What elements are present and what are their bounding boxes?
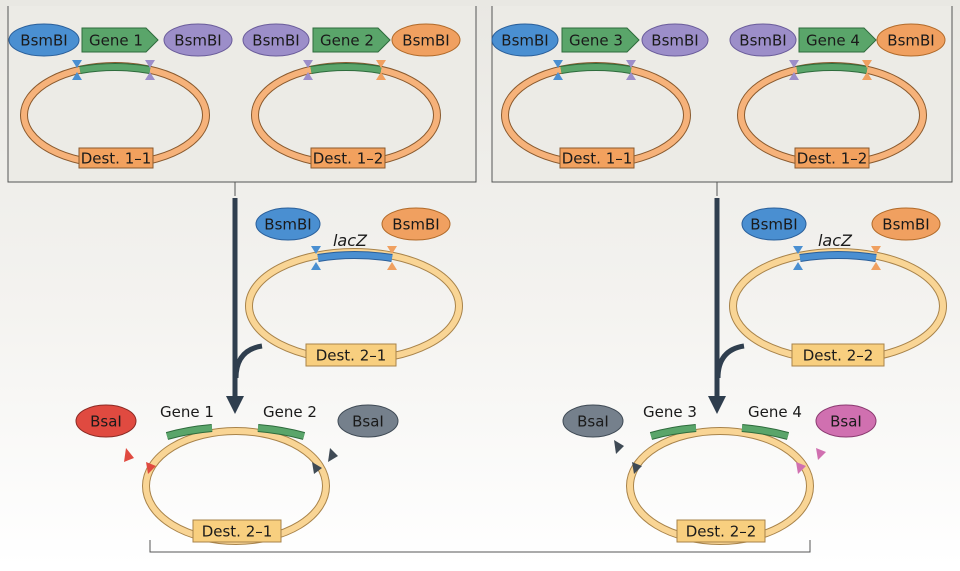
bsmbi-site-blue	[8, 23, 80, 57]
acceptor-1-insert: lacZ	[333, 231, 368, 250]
destination-box	[559, 147, 635, 169]
bsmbi-site-orange	[876, 23, 946, 57]
gene-arrow	[81, 27, 159, 53]
destination-box	[794, 147, 870, 169]
bsmbi-site-purple	[729, 23, 797, 57]
construct-4-dest: Dest. 1–2	[797, 150, 868, 168]
arrow-right-head	[708, 396, 726, 414]
construct-2: BsmBI Gene 2 BsmBI Dest. 1–2	[242, 23, 461, 169]
gene-arrow	[312, 27, 391, 53]
bsmbi-site-purple	[641, 23, 709, 57]
construct-4-right-site: BsmBI	[887, 32, 934, 50]
construct-4-gene: Gene 4	[806, 32, 860, 50]
construct-2-dest: Dest. 1–2	[313, 150, 384, 168]
bsmbi-site-purple	[242, 23, 310, 57]
bsmbi-site-blue	[741, 207, 807, 241]
acceptor-2-right-site: BsmBI	[882, 216, 929, 234]
destination-box	[791, 343, 885, 367]
product-1: BsaI Gene 1 Gene 2 BsaI Dest. 2–1	[75, 403, 399, 545]
bsmbi-site-orange	[381, 207, 451, 241]
construct-1-gene: Gene 1	[89, 32, 143, 50]
product-2-right-site: BsaI	[830, 413, 862, 431]
construct-3-gene: Gene 3	[569, 32, 623, 50]
acceptor-2-left-site: BsmBI	[750, 216, 797, 234]
acceptor-1-dest: Dest. 2–1	[316, 347, 387, 365]
construct-3-left-site: BsmBI	[501, 32, 548, 50]
product-2-gene-a: Gene 3	[643, 403, 697, 421]
product-2-dest: Dest. 2–2	[686, 523, 757, 541]
bracket-top-right	[491, 6, 953, 183]
construct-2-left-site: BsmBI	[252, 32, 299, 50]
product-2-gene-b: Gene 4	[748, 403, 802, 421]
arrow-left-head	[226, 396, 244, 414]
product-1-dest: Dest. 2–1	[202, 523, 273, 541]
product-1-right-site: BsaI	[352, 413, 384, 431]
product-1-gene-b: Gene 2	[263, 403, 317, 421]
destination-box	[310, 147, 386, 169]
construct-1-right-site: BsmBI	[174, 32, 221, 50]
bsai-site-slate	[337, 404, 399, 438]
bsmbi-site-orange	[871, 207, 941, 241]
product-2: BsaI Gene 3 Gene 4 BsaI Dest. 2–2	[562, 403, 877, 545]
acceptor-1-left-site: BsmBI	[264, 216, 311, 234]
bsai-site-red	[75, 404, 137, 438]
gene-arrow	[798, 27, 877, 53]
gene-arrow	[561, 27, 640, 53]
acceptor-1-right-site: BsmBI	[392, 216, 439, 234]
bsmbi-site-purple	[163, 23, 233, 57]
construct-4-left-site: BsmBI	[739, 32, 786, 50]
acceptor-2-dest: Dest. 2–2	[803, 347, 874, 365]
bsai-site-magenta	[815, 404, 877, 438]
destination-box	[78, 147, 154, 169]
construct-2-right-site: BsmBI	[402, 32, 449, 50]
construct-2-gene: Gene 2	[320, 32, 374, 50]
destination-box	[676, 519, 766, 543]
construct-1: BsmBI Gene 1 BsmBI Dest. 1–1	[8, 23, 233, 169]
flow-arrows	[226, 182, 745, 414]
bracket-bottom	[149, 540, 811, 553]
bsmbi-site-blue	[491, 23, 559, 57]
product-2-left-site: BsaI	[577, 413, 609, 431]
bsmbi-site-blue	[255, 207, 321, 241]
construct-1-dest: Dest. 1–1	[81, 150, 152, 168]
acceptor-2: BsmBI lacZ BsmBI Dest. 2–2	[729, 207, 947, 367]
product-1-left-site: BsaI	[90, 413, 122, 431]
construct-1-left-site: BsmBI	[20, 32, 67, 50]
construct-3-right-site: BsmBI	[651, 32, 698, 50]
product-1-gene-a: Gene 1	[160, 403, 214, 421]
construct-4: BsmBI Gene 4 BsmBI Dest. 1–2	[729, 23, 946, 169]
bsmbi-site-orange	[391, 23, 461, 57]
destination-box	[192, 519, 282, 543]
construct-3-dest: Dest. 1–1	[562, 150, 633, 168]
bsai-site-slate	[562, 404, 624, 438]
bracket-top-left	[7, 6, 477, 183]
destination-box	[305, 343, 397, 367]
acceptor-2-insert: lacZ	[818, 231, 853, 250]
brackets	[7, 6, 953, 553]
construct-3: BsmBI Gene 3 BsmBI Dest. 1–1	[491, 23, 709, 169]
acceptor-1: BsmBI lacZ BsmBI Dest. 2–1	[245, 207, 463, 367]
